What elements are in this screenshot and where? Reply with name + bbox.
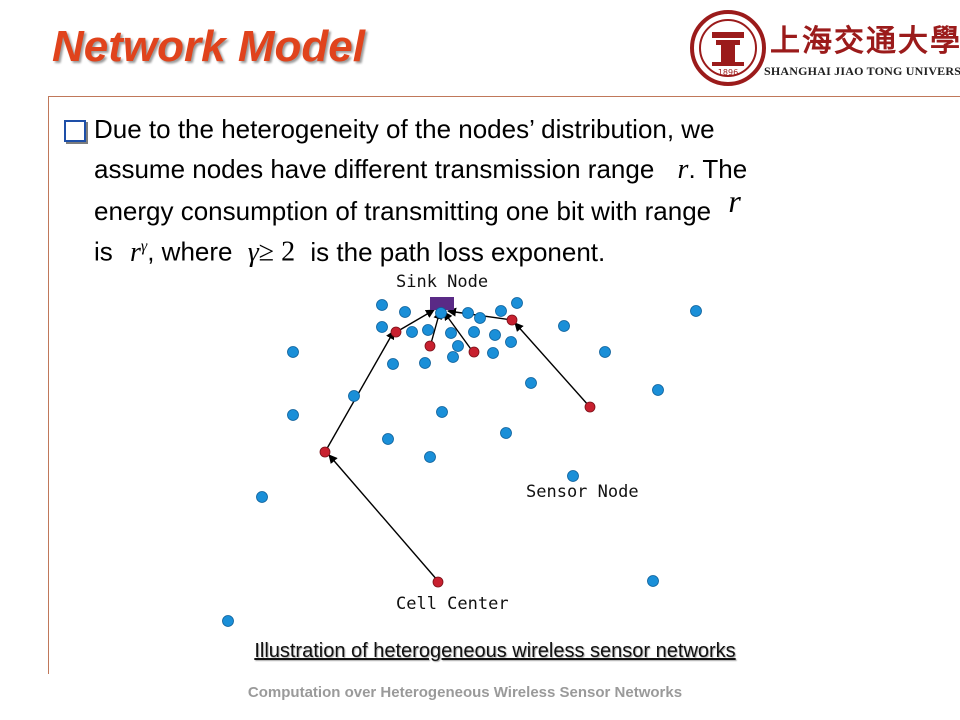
- body-line-4a-text: is: [94, 236, 113, 267]
- arrow-relay-to-sink: [397, 309, 435, 332]
- sensor-node: [489, 329, 501, 341]
- body-line-1: Due to the heterogeneity of the nodes’ d…: [94, 114, 914, 144]
- math-geq-2: ≥ 2: [258, 236, 296, 268]
- sensor-node: [436, 406, 448, 418]
- header-rule: [48, 96, 960, 97]
- body-line-3-text: energy consumption of transmitting one b…: [94, 196, 712, 226]
- sensor-node: [647, 575, 659, 587]
- university-logo: 1896 上海交通大學 Shanghai Jiao Tong Universit…: [688, 8, 960, 88]
- sensor-node: [287, 409, 299, 421]
- cell-center-label: Cell Center: [396, 594, 509, 614]
- network-diagram: Sink Node Sensor Node Cell Center: [222, 268, 704, 630]
- cell-center-nodes: [319, 314, 596, 588]
- sensor-node: [256, 491, 268, 503]
- sensor-node: [382, 433, 394, 445]
- sensor-node: [558, 320, 570, 332]
- sensor-node: [447, 351, 459, 363]
- sensor-node-label: Sensor Node: [526, 482, 639, 502]
- cell-center-node: [424, 340, 436, 352]
- arrow-cell-to-relay: [514, 322, 590, 407]
- arrow-cell-to-relay: [328, 454, 439, 582]
- cell-center-node: [432, 576, 444, 588]
- sensor-node: [348, 390, 360, 402]
- university-seal-icon: 1896: [690, 10, 766, 86]
- sensor-node: [376, 299, 388, 311]
- slide-footer: Computation over Heterogeneous Wireless …: [247, 684, 683, 701]
- body-line-3: energy consumption of transmitting one b…: [94, 185, 914, 226]
- cell-center-node: [584, 401, 596, 413]
- sensor-node: [222, 615, 234, 627]
- logo-chinese-name: 上海交通大學: [770, 24, 960, 59]
- sensor-node: [287, 346, 299, 358]
- sensor-node: [599, 346, 611, 358]
- sensor-node: [511, 297, 523, 309]
- sink-node-label: Sink Node: [396, 272, 488, 292]
- sensor-node: [419, 357, 431, 369]
- left-rule: [48, 96, 49, 674]
- slide-title: Network Model: [52, 22, 365, 71]
- body-line-2a-text: assume nodes have different transmission…: [94, 154, 655, 184]
- sensor-node: [487, 347, 499, 359]
- math-gamma: γ: [247, 236, 259, 268]
- sensor-node: [525, 377, 537, 389]
- cell-center-node: [390, 326, 402, 338]
- logo-year: 1896: [718, 68, 738, 77]
- body-line-4: is rγ, where γ≥ 2 is the path loss expon…: [94, 232, 914, 268]
- bullet-icon: [64, 120, 86, 142]
- logo-english-name: Shanghai Jiao Tong University: [764, 64, 960, 78]
- sensor-node: [422, 324, 434, 336]
- cell-center-node: [468, 346, 480, 358]
- sensor-node: [435, 307, 447, 319]
- sensor-node: [406, 326, 418, 338]
- sensor-node: [387, 358, 399, 370]
- sensor-node: [468, 326, 480, 338]
- body-line-2: assume nodes have different transmission…: [94, 154, 914, 185]
- figure-caption: Illustration of heterogeneous wireless s…: [254, 640, 736, 662]
- sensor-node: [505, 336, 517, 348]
- sensor-node: [424, 451, 436, 463]
- sensor-node: [495, 305, 507, 317]
- sink-node: [430, 297, 454, 310]
- math-r: r: [677, 154, 689, 185]
- math-r: r: [728, 183, 741, 219]
- sensor-node: [445, 327, 457, 339]
- body-line-4b-text: , where: [147, 236, 233, 267]
- body-line-1-text: Due to the heterogeneity of the nodes’ d…: [94, 114, 715, 144]
- cell-center-node: [319, 446, 331, 458]
- arrow-relay-to-relay: [324, 330, 395, 453]
- sensor-nodes: [222, 297, 702, 627]
- math-r: r: [130, 236, 141, 268]
- sensor-node: [690, 305, 702, 317]
- sensor-node: [567, 470, 579, 482]
- math-gamma-exponent: γ: [140, 238, 148, 255]
- cell-center-node: [506, 314, 518, 326]
- sensor-node: [452, 340, 464, 352]
- sensor-node: [376, 321, 388, 333]
- body-line-2b-text: . The: [688, 154, 748, 184]
- sensor-node: [474, 312, 486, 324]
- sensor-node: [462, 307, 474, 319]
- sensor-node: [399, 306, 411, 318]
- sensor-node: [652, 384, 664, 396]
- sensor-node: [500, 427, 512, 439]
- arrow-relay-to-sink: [443, 311, 474, 353]
- body-line-4c-text: is the path loss exponent.: [310, 236, 606, 267]
